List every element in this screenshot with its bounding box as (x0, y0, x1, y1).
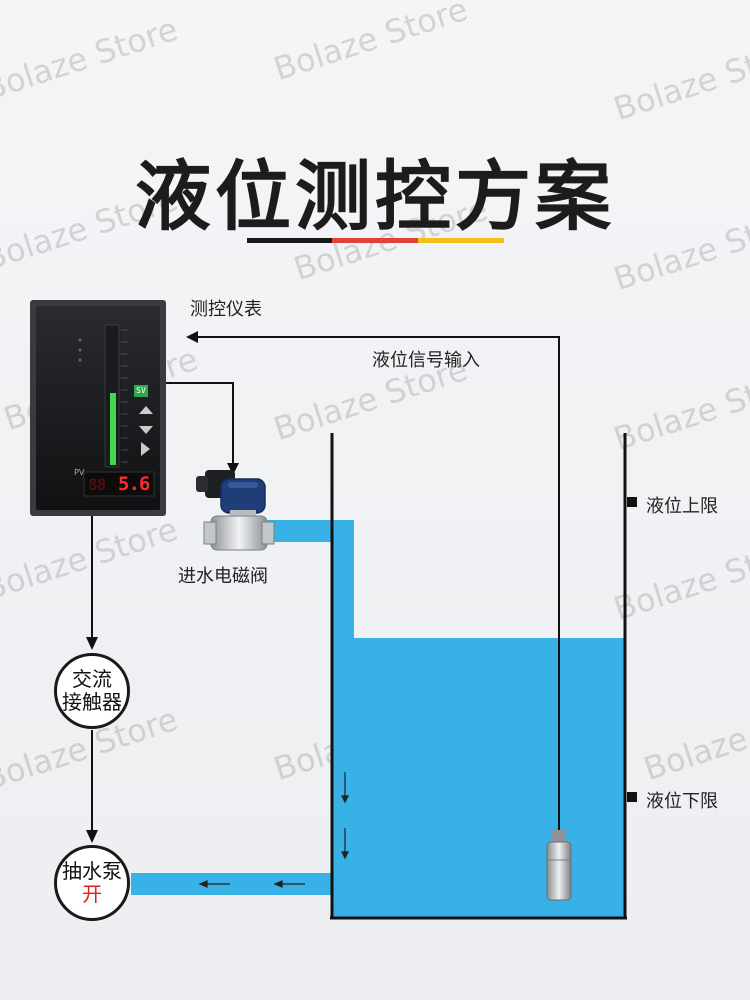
level-probe-icon (546, 830, 572, 901)
level-lower-label: 液位下限 (646, 791, 718, 812)
contactor-line2: 接触器 (62, 690, 122, 714)
instrument-label: 测控仪表 (190, 299, 262, 320)
signal-line (198, 336, 560, 835)
title-underline-dark (247, 238, 332, 243)
level-upper-label: 液位上限 (646, 496, 718, 517)
outlet-pipe (131, 873, 334, 895)
tank-water (332, 638, 625, 918)
inlet-pipe (258, 520, 354, 542)
meter-instrument-icon (30, 300, 166, 516)
valve-control-line (160, 382, 234, 465)
meter-display-value: 5.6 (118, 473, 150, 495)
title-underline-red (332, 238, 418, 243)
signal-arrow-icon (186, 331, 198, 343)
meter-pv-label: PV (74, 468, 85, 477)
pump-label: 抽水泵 (62, 859, 122, 883)
level-lower-marker (627, 792, 637, 802)
meter-sv-badge: SV (134, 385, 148, 397)
valve-arrow-icon (227, 463, 239, 475)
contactor-line1: 交流 (72, 667, 112, 691)
page-title: 液位测控方案 (135, 152, 615, 241)
inlet-pipe-down (332, 520, 354, 640)
flow-arrows-left (198, 880, 305, 888)
title-underline-yellow (418, 238, 504, 243)
signal-input-label: 液位信号输入 (372, 350, 480, 371)
pump-state: 开 (82, 882, 102, 906)
contactor-node: 交流 接触器 (54, 653, 130, 729)
pump-arrow-icon (86, 830, 98, 843)
inlet-valve-label: 进水电磁阀 (178, 566, 268, 587)
flow-arrows-down (341, 772, 349, 860)
pump-node: 抽水泵 开 (54, 845, 130, 921)
level-upper-marker (627, 497, 637, 507)
meter-display-dim: 88 (88, 475, 106, 494)
contactor-arrow-icon (86, 637, 98, 650)
solenoid-valve-icon (196, 470, 275, 551)
